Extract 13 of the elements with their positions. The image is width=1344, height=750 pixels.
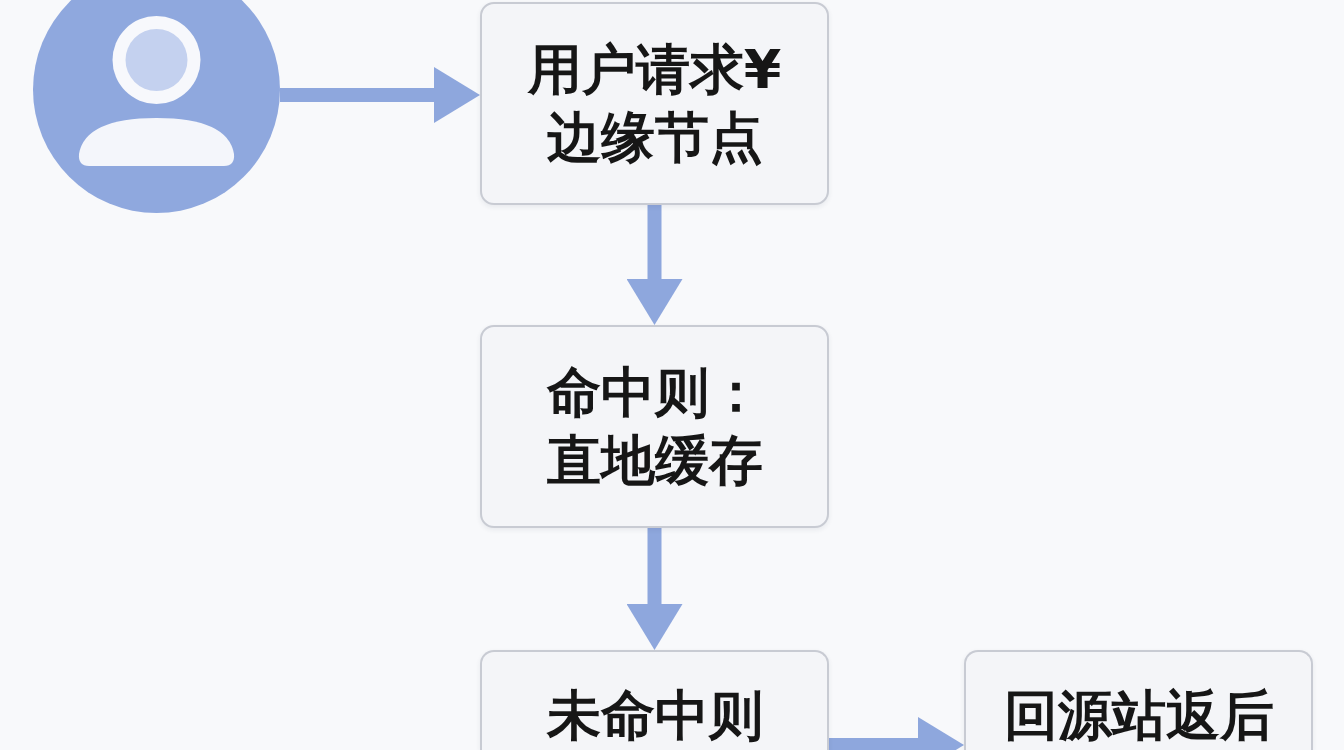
arrow: [829, 717, 964, 750]
box-label: 回源站返后: [1002, 683, 1275, 749]
arrow: [626, 528, 683, 650]
arrow: [626, 205, 683, 325]
box-label: 用户请求¥边缘节点: [526, 37, 783, 171]
box-label: 命中则：直地缓存: [545, 360, 764, 494]
person-icon: [33, 0, 280, 213]
process-box: [480, 325, 829, 528]
process-box: [480, 2, 829, 205]
arrow: [280, 67, 480, 123]
process-box: [964, 650, 1313, 750]
process-box: [480, 650, 829, 750]
box-label: 未命中则: [545, 683, 764, 749]
